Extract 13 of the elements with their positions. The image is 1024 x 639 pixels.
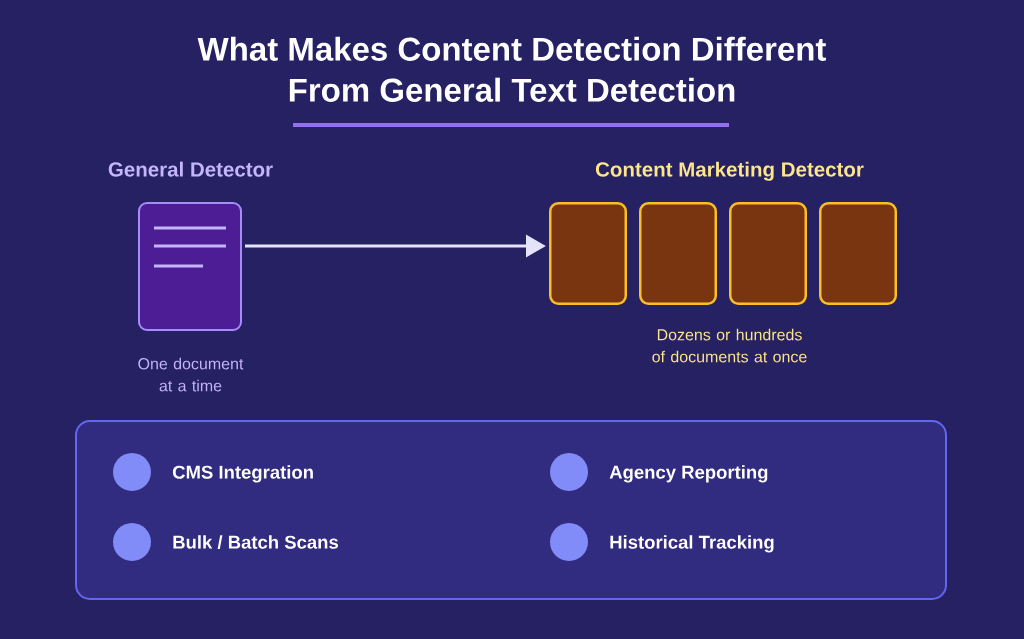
document-box	[819, 202, 897, 305]
document-box	[729, 202, 807, 305]
feature-label: CMS Integration	[172, 465, 313, 483]
heading: Content Marketing Detector	[595, 161, 864, 181]
description: One document at a time	[138, 357, 244, 392]
document-box	[639, 202, 717, 305]
title: What Makes Content Detection Different From General Text Detection	[197, 36, 826, 102]
feature-label: Historical Tracking	[610, 535, 774, 553]
description: Dozens or hundreds of documents at once	[652, 328, 807, 363]
document-box	[549, 202, 627, 305]
heading: General Detector	[108, 161, 273, 177]
feature-label: Bulk / Batch Scans	[173, 535, 338, 549]
feature-label: Agency Reporting	[609, 465, 768, 483]
